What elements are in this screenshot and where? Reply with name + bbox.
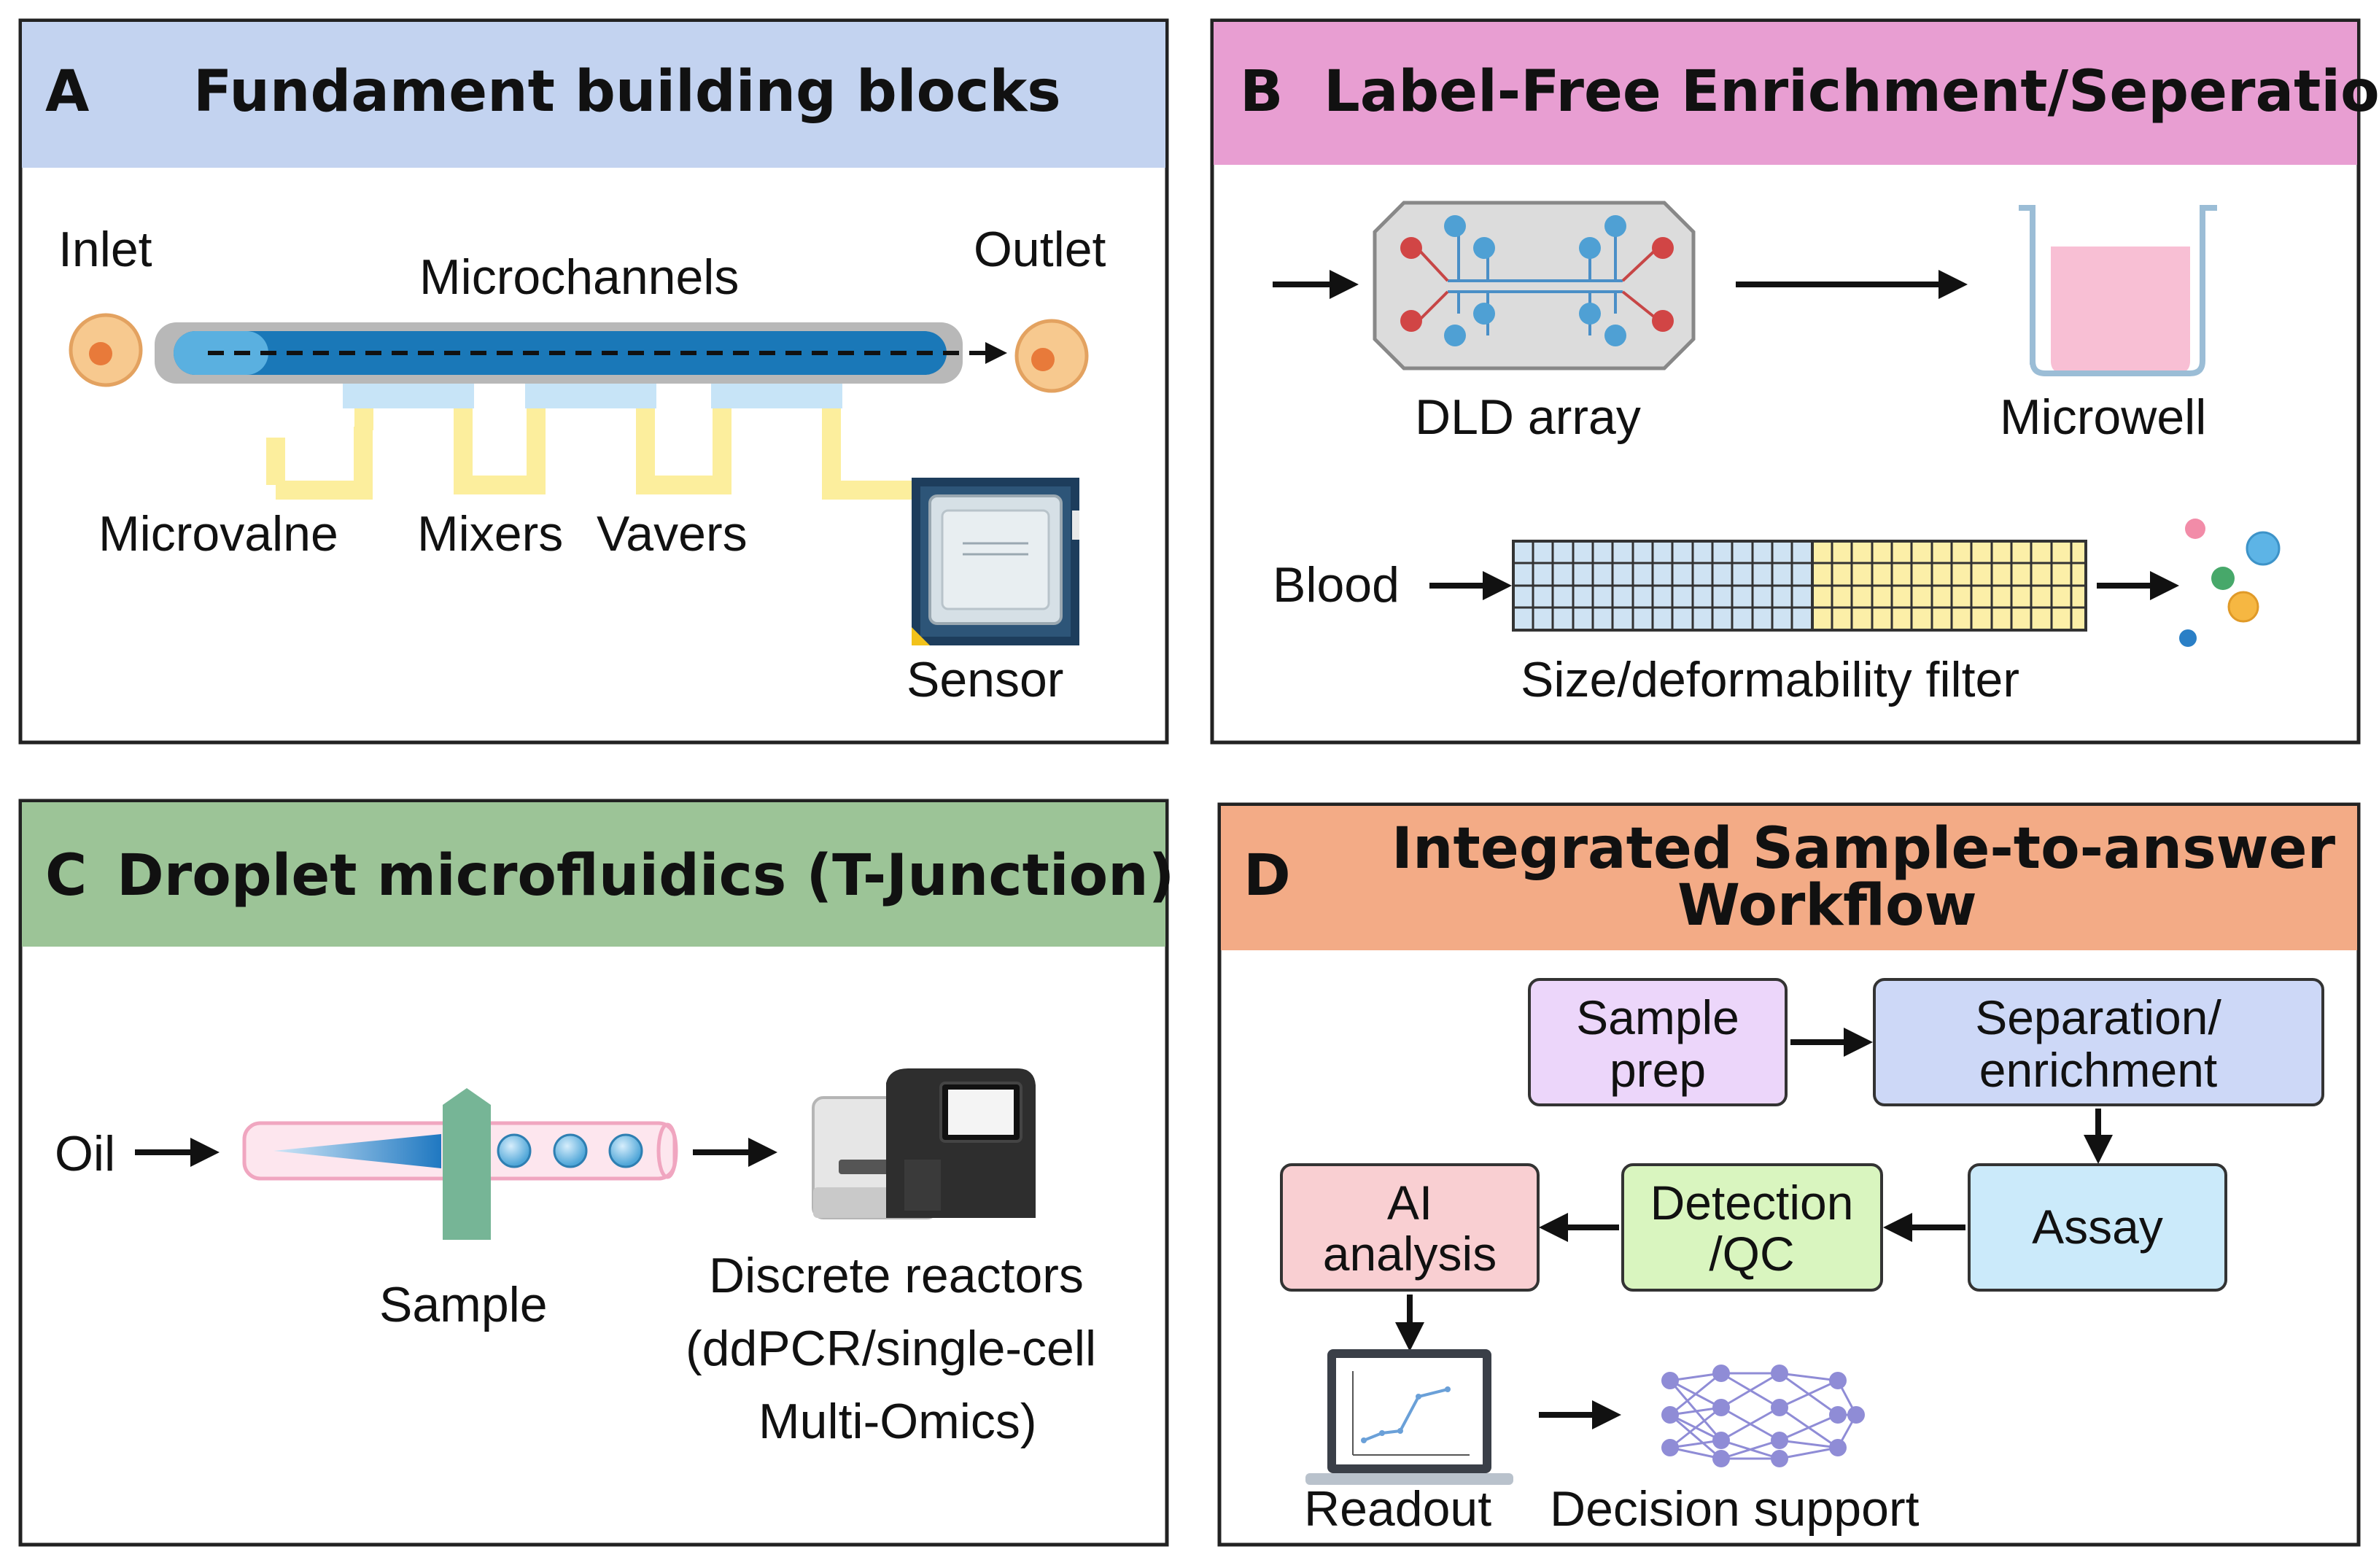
filter-label: Size/deformability filter <box>1521 652 2019 707</box>
microwell-icon <box>2019 205 2217 376</box>
ddpcr-instrument-icon <box>812 1068 1036 1219</box>
panel-a-letter: A <box>45 59 89 125</box>
mixers-label: Mixers <box>417 506 563 562</box>
panel-d-header <box>1221 806 2357 950</box>
panel-c-title: Droplet microfluidics (T-Junction) <box>117 843 1174 909</box>
reactors-label-1: Discrete reactors <box>709 1248 1084 1303</box>
valve-pad-1 <box>343 384 474 408</box>
panel-d-title-line1: Integrated Sample-to-answer <box>1392 816 2336 882</box>
ai-analysis-box <box>1280 1163 1540 1292</box>
t-junction-channel <box>242 1088 678 1240</box>
panel-a-header <box>22 22 1165 168</box>
panel-c-letter: C <box>45 843 87 909</box>
sample-label: Sample <box>379 1277 548 1332</box>
sensor-label: Sensor <box>907 652 1063 707</box>
microvalve-connectors <box>266 427 926 500</box>
panel-b-title: Label-Free Enrichment/Seperation <box>1324 59 2379 125</box>
panel-c-header <box>22 802 1165 947</box>
inlet-port-core <box>89 342 112 365</box>
assay-label: Assay <box>2032 1200 2163 1254</box>
panel-b-letter: B <box>1240 59 1283 125</box>
outlet-port-core <box>1031 348 1055 371</box>
size-filter-icon <box>1512 540 2087 632</box>
sensor-chip-icon <box>912 478 1079 645</box>
reactors-label-2: (ddPCR/single-cell <box>686 1321 1096 1376</box>
ai-line1: AI <box>1387 1176 1432 1230</box>
panel-b-header <box>1214 22 2357 165</box>
detection-line1: Detection <box>1650 1176 1854 1230</box>
panel-a-title: Fundament building blocks <box>193 59 1061 125</box>
panel-d: D Integrated Sample-to-answer Workflow S… <box>1217 802 2361 1547</box>
separation-line1: Separation/ <box>1975 990 2221 1044</box>
droplet <box>553 1133 588 1168</box>
assay-box <box>1968 1163 2227 1292</box>
inlet-label: Inlet <box>58 222 152 277</box>
detection-line2: /QC <box>1709 1227 1794 1281</box>
decision-label: Decision support <box>1550 1481 1920 1537</box>
microvalne-label: Microvalne <box>98 506 338 562</box>
valve-pad-3 <box>711 384 842 408</box>
laptop-readout-icon <box>1305 1349 1513 1485</box>
droplet <box>497 1133 532 1168</box>
separation-line2: enrichment <box>1979 1043 2218 1097</box>
sample-prep-line1: Sample <box>1576 990 1739 1044</box>
ai-line2: analysis <box>1323 1227 1497 1281</box>
panel-d-letter: D <box>1243 843 1291 909</box>
valve-stems <box>354 408 841 430</box>
valve-pad-2 <box>525 384 656 408</box>
panel-b: B Label-Free Enrichment/Seperation <box>1210 18 2379 745</box>
panel-a: A Fundament building blocks Inlet Outlet… <box>18 18 1169 745</box>
readout-label: Readout <box>1304 1481 1491 1537</box>
microwell-label: Microwell <box>2000 389 2206 445</box>
separation-box <box>1873 978 2324 1106</box>
neural-network-icon <box>1661 1365 1865 1467</box>
microchannels-label: Microchannels <box>419 249 739 305</box>
reactors-label-3: Multi-Omics) <box>758 1394 1037 1449</box>
sample-prep-line2: prep <box>1610 1043 1706 1097</box>
detection-box <box>1621 1163 1883 1292</box>
vavers-label: Vavers <box>597 506 748 562</box>
panel-d-title-line2: Workflow <box>1677 873 1977 939</box>
sample-prep-box <box>1528 978 1788 1106</box>
droplet <box>608 1133 643 1168</box>
panel-c: C Droplet microfluidics (T-Junction) Oil… <box>18 799 1174 1547</box>
outlet-label: Outlet <box>974 222 1106 277</box>
separated-cells-icon <box>2179 519 2281 647</box>
dld-array-label: DLD array <box>1415 389 1641 445</box>
blood-label: Blood <box>1273 557 1400 613</box>
oil-label: Oil <box>55 1126 115 1181</box>
dld-array-icon <box>1373 201 1696 370</box>
